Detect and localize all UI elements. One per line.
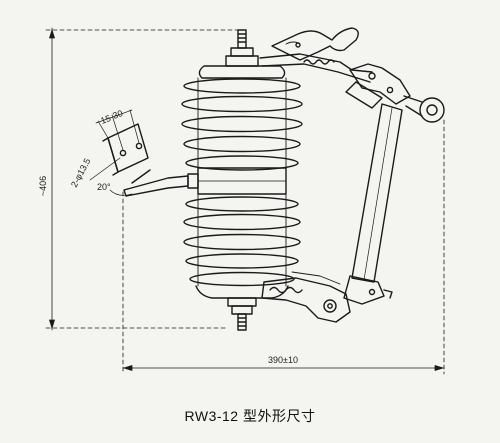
angle-label: 20° [97, 182, 111, 192]
bracket-dim-a: 15 [99, 113, 112, 126]
bottom-terminal [227, 297, 257, 331]
top-terminal [225, 29, 259, 67]
width-dimension [122, 119, 445, 375]
height-label: ~406 [38, 176, 48, 196]
bracket-dim-b: 30 [111, 108, 124, 121]
lower-contact [261, 271, 351, 323]
insulator-body [181, 65, 303, 299]
figure-caption: RW3-12 型外形尺寸 [184, 408, 316, 424]
hole-spec-label: 2-φ13.5 [69, 157, 93, 189]
fuse-tube [343, 103, 403, 305]
upper-contact [259, 27, 445, 123]
width-label: 390±10 [268, 355, 298, 365]
height-dimension [45, 27, 241, 331]
